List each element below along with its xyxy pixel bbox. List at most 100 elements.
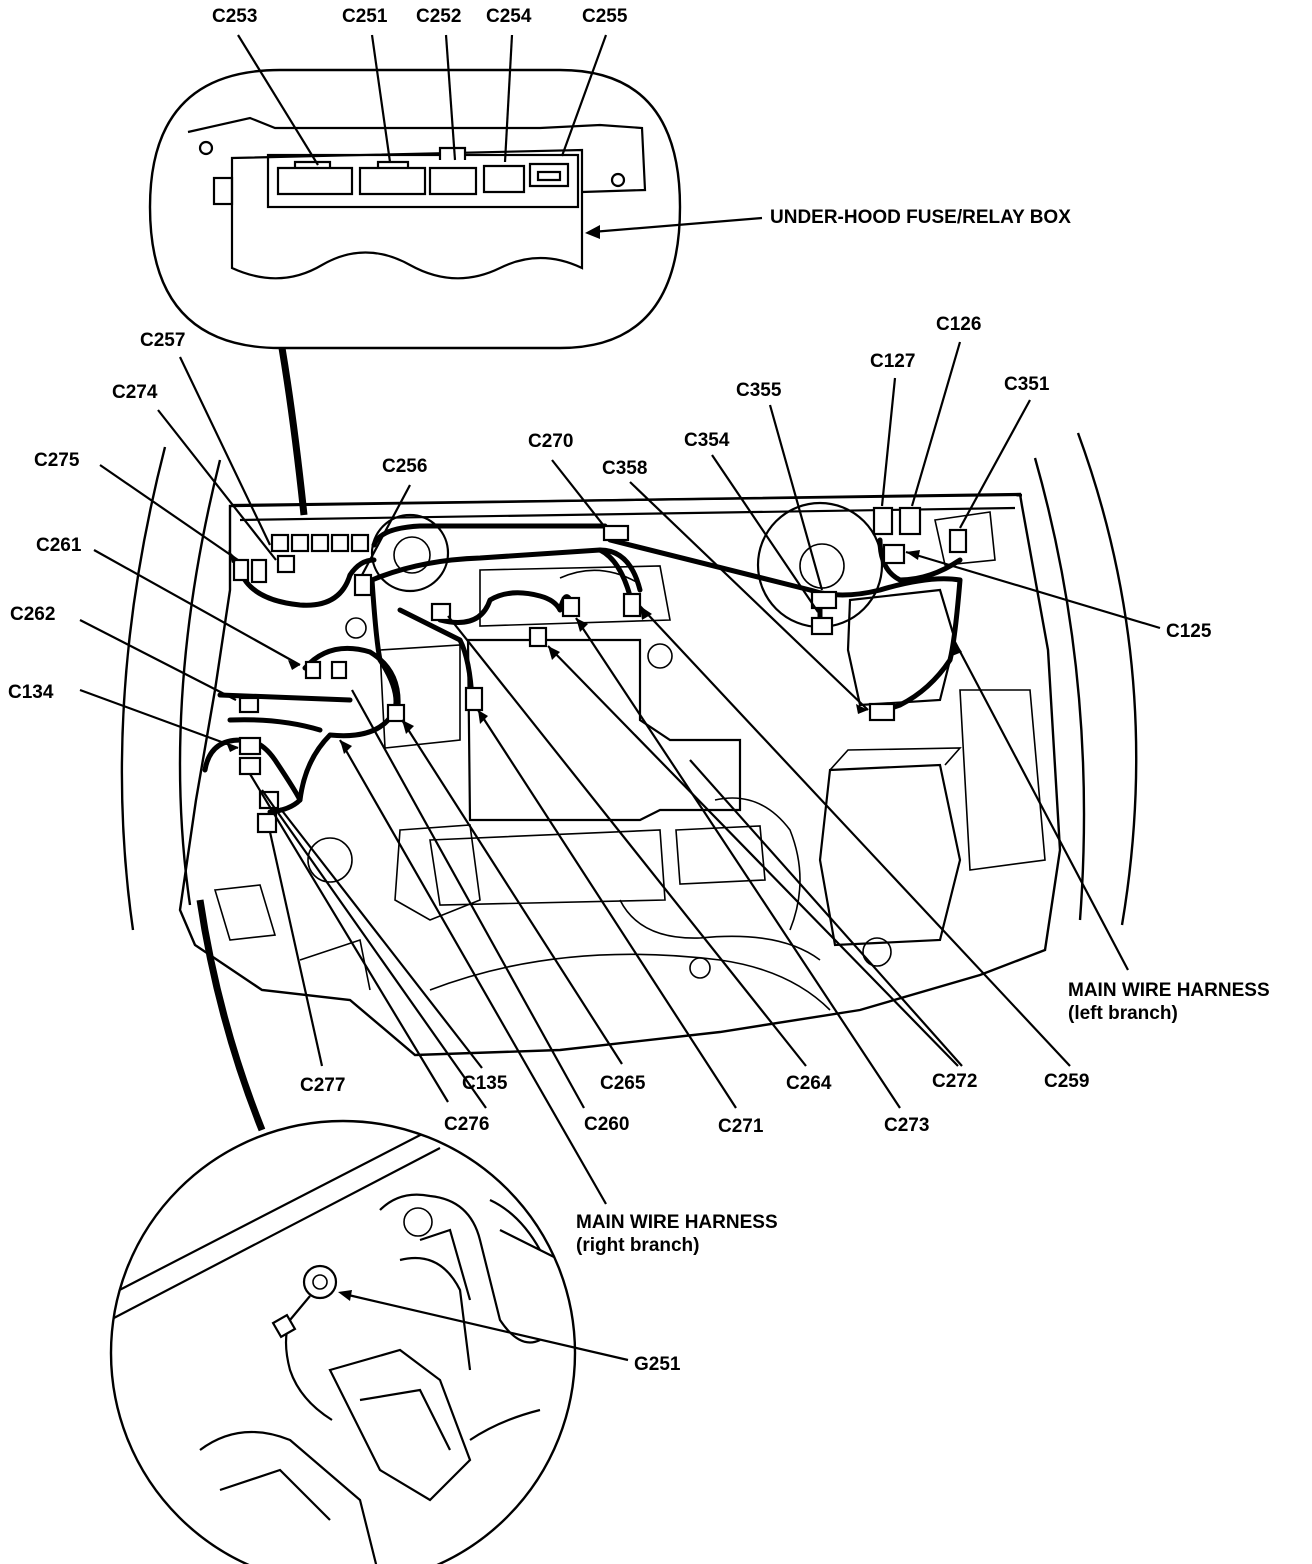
label-c271: C271: [718, 1116, 764, 1137]
leader-arrows: [226, 550, 962, 754]
lower-arm-left: [299, 938, 371, 991]
oil-pan: [429, 829, 666, 906]
connector-c274[interactable]: [276, 554, 296, 574]
battery: [818, 763, 962, 947]
connector-bay-d[interactable]: [350, 533, 370, 553]
bracket-hole-right: [610, 172, 626, 188]
label-c257: C257: [140, 330, 185, 351]
harness-c262: [217, 692, 353, 703]
connector-c125[interactable]: [882, 543, 906, 565]
connector-c275[interactable]: [232, 558, 250, 582]
label-fuse-box: UNDER-HOOD FUSE/RELAY BOX: [770, 207, 1071, 228]
fuse-box-tab: [212, 176, 234, 206]
fuse-connector-c254[interactable]: [482, 164, 526, 194]
connector-bay-c[interactable]: [330, 533, 350, 553]
connector-c127[interactable]: [872, 506, 894, 536]
fuse-connector-c253[interactable]: [276, 160, 354, 196]
connector-c265[interactable]: [386, 703, 406, 723]
label-c251: C251: [342, 6, 388, 27]
connector-c262[interactable]: [238, 696, 260, 714]
intake-runner: [559, 569, 641, 585]
leader-g251: [343, 1292, 629, 1362]
intake-manifold: [479, 565, 671, 627]
ground-inset-link: [196, 899, 266, 1132]
connector-c277[interactable]: [256, 812, 278, 834]
harness-c134: [227, 717, 323, 733]
connector-c260-head[interactable]: [430, 602, 452, 622]
label-c275: C275: [34, 450, 80, 471]
connector-c270[interactable]: [602, 524, 630, 542]
label-c276: C276: [444, 1114, 489, 1135]
hose-lower: [714, 797, 801, 931]
label-c134: C134: [8, 682, 54, 703]
labels: C253 C251 C252 C254 C255 UNDER-HOOD FUSE…: [8, 6, 1270, 1375]
label-c127: C127: [870, 351, 915, 372]
harness-c259: [597, 547, 633, 599]
bracket-hole-left: [198, 140, 214, 156]
leader-lines-extra: [261, 759, 963, 1109]
connector-c351[interactable]: [948, 528, 968, 554]
brake-booster-center: [799, 543, 845, 589]
connector-c358[interactable]: [868, 702, 896, 722]
fender-arc-left-outer: [120, 446, 167, 931]
harness-c273-c264: [437, 590, 573, 625]
ground-bolt-g251[interactable]: [302, 1264, 338, 1300]
leader-c252: [444, 34, 457, 161]
fuse-box-connector-panel: [266, 153, 580, 209]
fender-arc-right-inner: [1033, 457, 1086, 921]
label-c253: C253: [212, 6, 257, 27]
fuse-box-inset-outline: [148, 68, 682, 350]
label-c260: C260: [584, 1114, 629, 1135]
connector-bay-a[interactable]: [290, 533, 310, 553]
connector-c271[interactable]: [464, 686, 484, 712]
label-c265: C265: [600, 1073, 646, 1094]
label-g251: G251: [634, 1354, 681, 1375]
bay-connectors: [232, 506, 968, 834]
label-right-branch-sub: (right branch): [576, 1235, 700, 1256]
connector-c261b[interactable]: [330, 660, 348, 680]
mount-bolt-center: [689, 957, 711, 979]
cowl-top-line: [231, 493, 1023, 507]
label-c355: C355: [736, 380, 782, 401]
connector-c256[interactable]: [353, 573, 373, 597]
label-c264: C264: [786, 1073, 832, 1094]
harness-c261-loop: [302, 645, 401, 709]
label-c256: C256: [382, 456, 427, 477]
fuse-connector-c252[interactable]: [428, 146, 478, 196]
lower-bracket-left: [213, 884, 277, 941]
exhaust-lower: [619, 899, 821, 961]
harness-main-top: [371, 523, 608, 548]
engine-bay: [79, 341, 1161, 1205]
label-c277: C277: [300, 1075, 345, 1096]
connector-c126[interactable]: [898, 506, 922, 536]
label-c261: C261: [36, 535, 82, 556]
connector-c273[interactable]: [528, 626, 548, 648]
connector-bay-b[interactable]: [310, 533, 330, 553]
label-c255: C255: [582, 6, 628, 27]
connector-c355[interactable]: [810, 590, 838, 610]
label-c259: C259: [1044, 1071, 1089, 1092]
cowl-inner-line: [239, 506, 1016, 522]
label-c354: C354: [684, 430, 730, 451]
label-c272: C272: [932, 1071, 977, 1092]
connector-c354[interactable]: [810, 616, 834, 636]
connector-c257[interactable]: [270, 533, 290, 553]
label-c254: C254: [486, 6, 532, 27]
connector-c134a[interactable]: [238, 736, 262, 756]
label-left-branch-title: MAIN WIRE HARNESS: [1068, 980, 1270, 1001]
connector-c261[interactable]: [304, 660, 322, 680]
label-c351: C351: [1004, 374, 1050, 395]
connector-c134b[interactable]: [238, 756, 262, 776]
connector-c259[interactable]: [622, 592, 642, 618]
fuse-box-bracket: [187, 116, 647, 194]
connector-c264[interactable]: [561, 596, 581, 618]
connector-bay-e[interactable]: [250, 558, 268, 584]
engine-bay-outline: [178, 492, 1062, 1057]
fuse-inset-link: [278, 347, 308, 516]
ground-inset-outline: [109, 1119, 577, 1564]
label-c274: C274: [112, 382, 158, 403]
coolant-reservoir: [846, 588, 957, 707]
fuse-connector-c251[interactable]: [358, 160, 427, 196]
fuse-connector-c255[interactable]: [528, 162, 570, 188]
